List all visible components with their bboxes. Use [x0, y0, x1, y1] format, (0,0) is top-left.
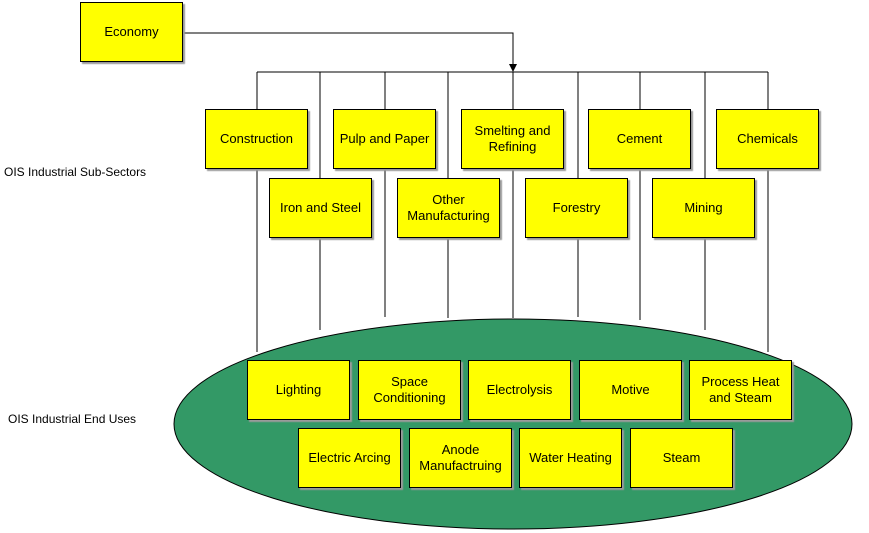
end-use-electric-arcing: Electric Arcing — [298, 428, 401, 488]
sub-sector-chemicals: Chemicals — [716, 109, 819, 169]
economy-connector — [183, 32, 517, 72]
end-use-anode-manufacturing: Anode Manufactruing — [409, 428, 512, 488]
sub-sector-mining: Mining — [652, 178, 755, 238]
end-use-steam: Steam — [630, 428, 733, 488]
sub-sector-forestry: Forestry — [525, 178, 628, 238]
end-uses-ellipse — [173, 318, 853, 530]
sub-sector-smelting-and-refining: Smelting and Refining — [461, 109, 564, 169]
sub-sector-pulp-and-paper: Pulp and Paper — [333, 109, 436, 169]
sub-sector-iron-and-steel: Iron and Steel — [269, 178, 372, 238]
sub-sectors-label: OIS Industrial Sub-Sectors — [4, 165, 147, 179]
end-uses-label: OIS Industrial End Uses — [8, 412, 137, 426]
sub-sector-construction: Construction — [205, 109, 308, 169]
end-use-motive: Motive — [579, 360, 682, 420]
sub-sector-other-manufacturing: Other Manufacturing — [397, 178, 500, 238]
end-use-process-heat-and-steam: Process Heat and Steam — [689, 360, 792, 420]
end-use-electrolysis: Electrolysis — [468, 360, 571, 420]
economy-box: Economy — [80, 2, 183, 62]
end-use-space-conditioning: Space Conditioning — [358, 360, 461, 420]
end-use-lighting: Lighting — [247, 360, 350, 420]
sub-sector-cement: Cement — [588, 109, 691, 169]
end-use-water-heating: Water Heating — [519, 428, 622, 488]
